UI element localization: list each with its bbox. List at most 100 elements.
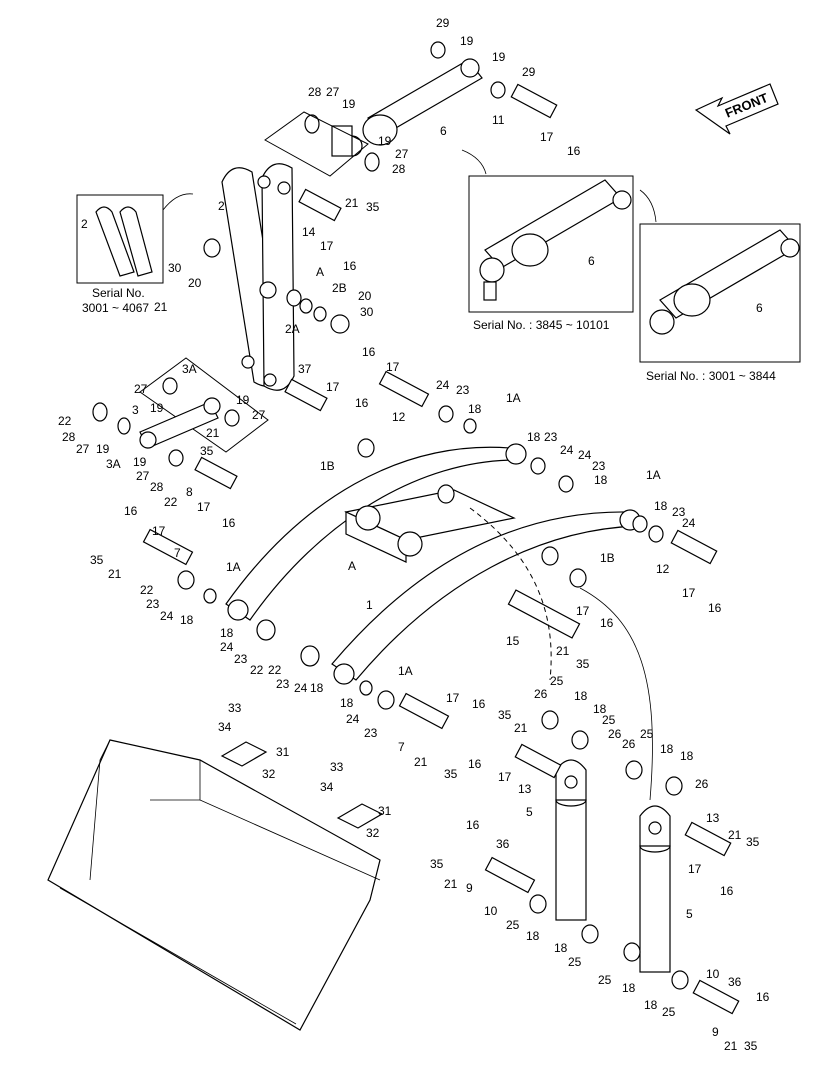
callout: 19 — [460, 34, 474, 48]
callout: 16 — [124, 504, 138, 518]
callout: 25 — [662, 1005, 676, 1019]
callout: 35 — [200, 444, 214, 458]
callout: 23 — [544, 430, 558, 444]
callout: 18 — [526, 929, 540, 943]
callout: 24 — [682, 516, 696, 530]
callout: 13 — [706, 811, 720, 825]
callout: 26 — [622, 737, 636, 751]
callout: 20 — [188, 276, 202, 290]
callout: 25 — [568, 955, 582, 969]
callout: 26 — [608, 727, 622, 741]
callout: 35 — [746, 835, 760, 849]
callout: 14 — [302, 225, 316, 239]
callout: A — [348, 559, 356, 573]
callout: 16 — [468, 757, 482, 771]
front-arrow: FRONT — [694, 83, 779, 135]
callout: 18 — [310, 681, 324, 695]
callout: 26 — [695, 777, 709, 791]
callout: 28 — [150, 480, 164, 494]
inset3-caption: Serial No. : 3001 ~ 3844 — [646, 369, 776, 383]
callout: 15 — [506, 634, 520, 648]
callout: 18 — [654, 499, 668, 513]
callout: 16 — [472, 697, 486, 711]
callout: 1 — [366, 598, 373, 612]
callout: 1A — [646, 468, 661, 482]
callout: 1A — [506, 391, 521, 405]
callout: 24 — [346, 712, 360, 726]
callout: 22 — [140, 583, 154, 597]
callout: 21 — [108, 567, 122, 581]
callout: 34 — [218, 720, 232, 734]
callout: 18 — [680, 749, 694, 763]
callout: 19 — [378, 134, 392, 148]
callout: 31 — [378, 804, 392, 818]
callout: 7 — [174, 546, 181, 560]
callout: 29 — [436, 16, 450, 30]
callout: 27 — [395, 147, 409, 161]
callout: 27 — [134, 382, 148, 396]
callout: 2A — [285, 322, 300, 336]
callout: 37 — [298, 362, 312, 376]
callout: 1B — [600, 551, 615, 565]
callout: 19 — [150, 401, 164, 415]
callout: 16 — [355, 396, 369, 410]
callout: 17 — [540, 130, 554, 144]
callout: 6 — [440, 124, 447, 138]
callout: 1B — [320, 459, 335, 473]
callout: 35 — [430, 857, 444, 871]
callout: 28 — [62, 430, 76, 444]
callout: 22 — [164, 495, 178, 509]
callout: 36 — [496, 837, 510, 851]
callout: 18 — [468, 402, 482, 416]
callout: 19 — [236, 393, 250, 407]
callout: 29 — [522, 65, 536, 79]
callout: 22 — [58, 414, 72, 428]
callout: 19 — [492, 50, 506, 64]
callout: 35 — [576, 657, 590, 671]
callout: 32 — [262, 767, 276, 781]
callout-labels: 29 19 19 29 28 27 19 6 11 17 16 19 27 28… — [58, 16, 770, 1053]
callout: 28 — [392, 162, 406, 176]
callout: 5 — [686, 907, 693, 921]
callout: 18 — [593, 702, 607, 716]
inset3-part: 6 — [756, 301, 763, 315]
callout: 17 — [446, 691, 460, 705]
callout: 3A — [182, 362, 197, 376]
callout: 9 — [466, 881, 473, 895]
callout: 35 — [366, 200, 380, 214]
callout: 23 — [456, 383, 470, 397]
inset1-caption-line1: Serial No. — [92, 286, 145, 300]
callout: 24 — [294, 681, 308, 695]
callout: 16 — [756, 990, 770, 1004]
callout: 17 — [688, 862, 702, 876]
callout: 21 — [414, 755, 428, 769]
callout: 18 — [660, 742, 674, 756]
callout: 16 — [222, 516, 236, 530]
callout: 21 — [724, 1039, 738, 1053]
callout: 28 — [308, 85, 322, 99]
callout: 33 — [228, 701, 242, 715]
callout: 25 — [640, 727, 654, 741]
inset1-part: 2 — [81, 217, 88, 231]
callout: A — [316, 265, 324, 279]
callout: 3A — [106, 457, 121, 471]
callout: 23 — [234, 652, 248, 666]
callout: 19 — [133, 455, 147, 469]
callout: 16 — [343, 259, 357, 273]
inset2-caption: Serial No. : 3845 ~ 10101 — [473, 318, 610, 332]
inset1-caption-line2: 3001 ~ 4067 — [82, 301, 149, 315]
callout: 21 — [345, 196, 359, 210]
callout: 18 — [340, 696, 354, 710]
callout: 36 — [728, 975, 742, 989]
callout: 22 — [250, 663, 264, 677]
bucket — [47, 739, 384, 1031]
callout: 18 — [220, 626, 234, 640]
callout: 31 — [276, 745, 290, 759]
callout: 23 — [364, 726, 378, 740]
callout: 16 — [600, 616, 614, 630]
callout: 18 — [622, 981, 636, 995]
callout: 35 — [744, 1039, 758, 1053]
inset-cylinder-a: 6 Serial No. : 3845 ~ 10101 — [461, 149, 634, 332]
callout: 32 — [366, 826, 380, 840]
